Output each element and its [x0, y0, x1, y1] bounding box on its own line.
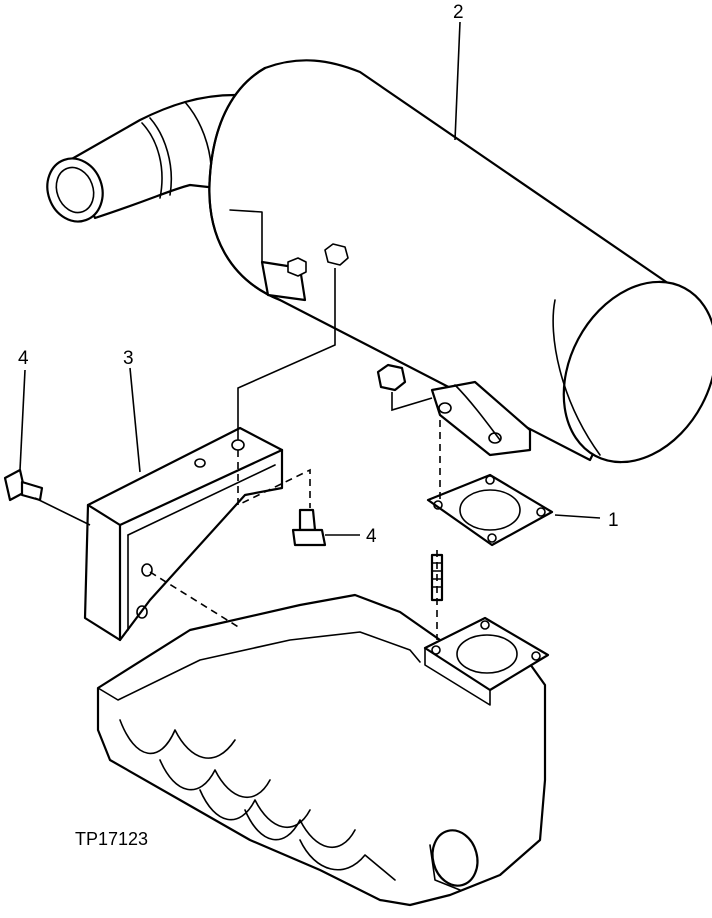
alignment-lines	[34, 268, 441, 640]
bracket	[83, 426, 284, 642]
callout-1: 1	[608, 510, 619, 531]
cap-screw-center	[291, 508, 327, 547]
figure-id: TP17123	[75, 829, 148, 849]
callout-4-left: 4	[18, 348, 29, 369]
gasket	[426, 473, 554, 547]
muffler	[46, 59, 712, 464]
callout-2: 2	[453, 2, 464, 23]
exhaust-manifold	[96, 593, 550, 907]
callout-4-center: 4	[366, 526, 377, 547]
cap-screw-left	[3, 468, 44, 502]
callout-leaders	[19, 21, 601, 536]
callout-3: 3	[123, 348, 134, 369]
